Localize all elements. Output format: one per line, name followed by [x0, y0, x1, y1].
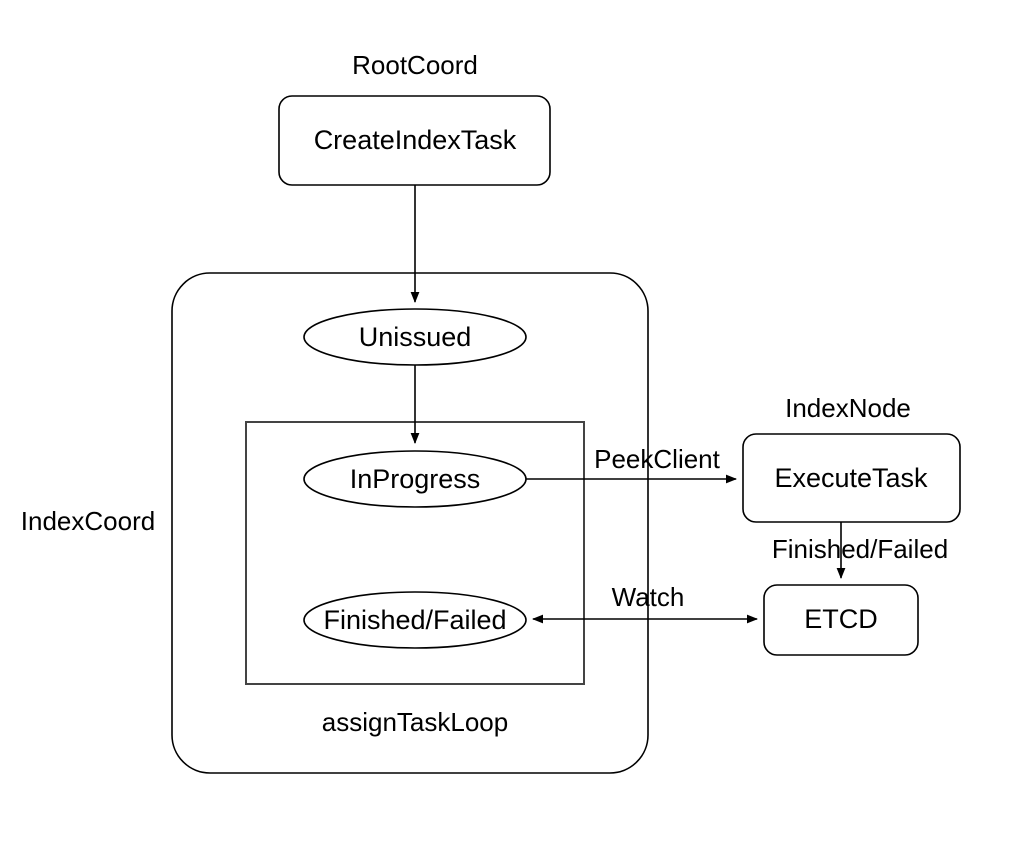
- node-finished-failed[interactable]: [303, 591, 527, 649]
- group-title-root-coord: RootCoord: [352, 50, 478, 80]
- node-execute-task[interactable]: [742, 433, 961, 523]
- node-finished-failed-label: Finished/Failed: [323, 605, 506, 635]
- node-execute-task-label: ExecuteTask: [774, 463, 928, 493]
- index-coord-container: [171, 272, 649, 774]
- node-in-progress-label: InProgress: [350, 464, 481, 494]
- node-etcd[interactable]: [763, 584, 919, 656]
- node-unissued[interactable]: [303, 308, 527, 366]
- edge-label-watch: Watch: [612, 582, 685, 612]
- group-title-assign-task-loop: assignTaskLoop: [322, 707, 508, 737]
- node-unissued-label: Unissued: [359, 322, 472, 352]
- group-title-index-node: IndexNode: [785, 393, 911, 423]
- node-in-progress[interactable]: [303, 450, 527, 508]
- edge-label-finished-failed: Finished/Failed: [772, 534, 948, 564]
- group-title-index-coord: IndexCoord: [21, 506, 155, 536]
- edge-label-peek-client: PeekClient: [594, 444, 721, 474]
- node-create-index-task[interactable]: [278, 95, 551, 186]
- node-create-index-task-label: CreateIndexTask: [314, 125, 517, 155]
- node-etcd-label: ETCD: [804, 604, 878, 634]
